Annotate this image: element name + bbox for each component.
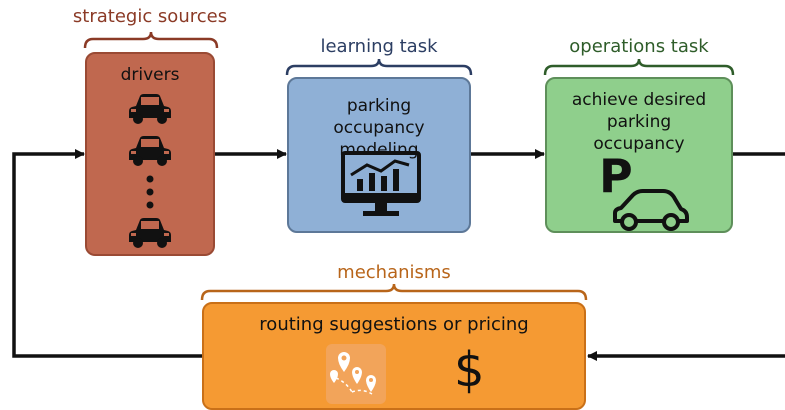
- mechanisms-box: routing suggestions or pricing $: [202, 302, 586, 410]
- drivers-box: drivers: [85, 52, 215, 256]
- brace-mechanisms: [200, 283, 588, 301]
- feedback-arrow: [12, 149, 202, 358]
- car-icon: [129, 94, 171, 124]
- operations-label: achieve desired parking occupancy: [571, 90, 707, 154]
- monitor-bar-chart-icon: [341, 151, 421, 216]
- car-icon: [129, 136, 171, 166]
- mechanisms-label: routing suggestions or pricing: [259, 314, 529, 335]
- header-strategic-sources: strategic sources: [72, 6, 228, 27]
- map-pins-route-icon: [326, 344, 386, 404]
- learning-box: parking occupancy modeling: [287, 77, 471, 233]
- brace-learning: [285, 58, 473, 76]
- operations-box: achieve desired parking occupancy P: [545, 77, 733, 233]
- parking-letter: P: [599, 149, 633, 203]
- header-learning-task: learning task: [320, 36, 438, 57]
- header-mechanisms: mechanisms: [337, 262, 451, 283]
- drivers-label: drivers: [120, 65, 180, 85]
- ellipsis-dots: [146, 175, 154, 209]
- header-operations-task: operations task: [569, 36, 709, 57]
- car-icon: [129, 218, 171, 248]
- parking-car-icon: [613, 189, 689, 231]
- brace-strategic: [83, 31, 219, 49]
- dollar-icon: $: [454, 342, 485, 398]
- brace-operations: [543, 58, 735, 76]
